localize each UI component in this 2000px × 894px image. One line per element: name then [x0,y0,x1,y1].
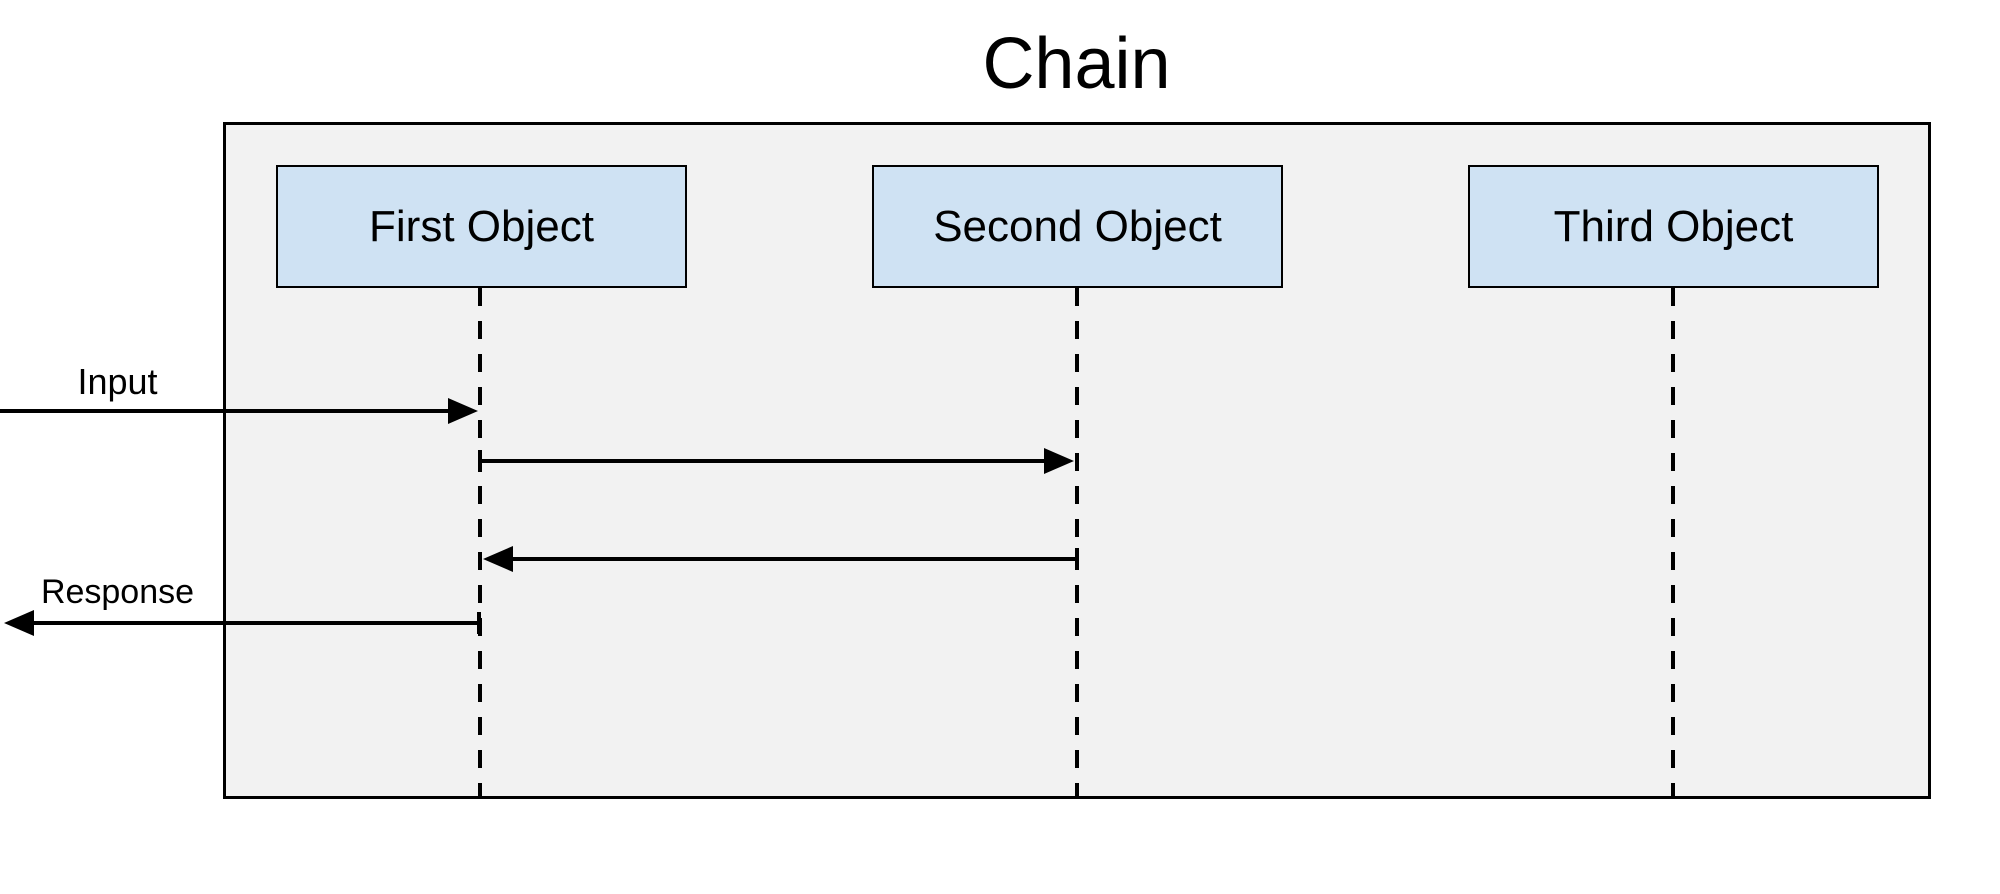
diagram-title: Chain [982,24,1171,104]
message-arrow-input [0,398,478,424]
message-arrow-response [4,610,481,636]
response-label: Response [40,573,195,611]
actor-box-first-object: First Object [276,165,687,288]
actor-label-second-object: Second Object [933,201,1222,251]
response-arrowhead-icon [4,610,34,636]
actor-label-first-object: First Object [369,201,594,251]
message-arrow-first-to-second [478,448,1074,474]
input-arrowhead-icon [448,398,478,424]
actor-label-third-object: Third Object [1553,201,1794,251]
first-to-second-arrowhead-icon [1044,448,1074,474]
input-label: Input [77,361,158,402]
second-to-first-arrowhead-icon [483,546,513,572]
actor-box-third-object: Third Object [1468,165,1879,288]
actor-box-second-object: Second Object [872,165,1283,288]
message-arrow-second-to-first [483,546,1079,572]
